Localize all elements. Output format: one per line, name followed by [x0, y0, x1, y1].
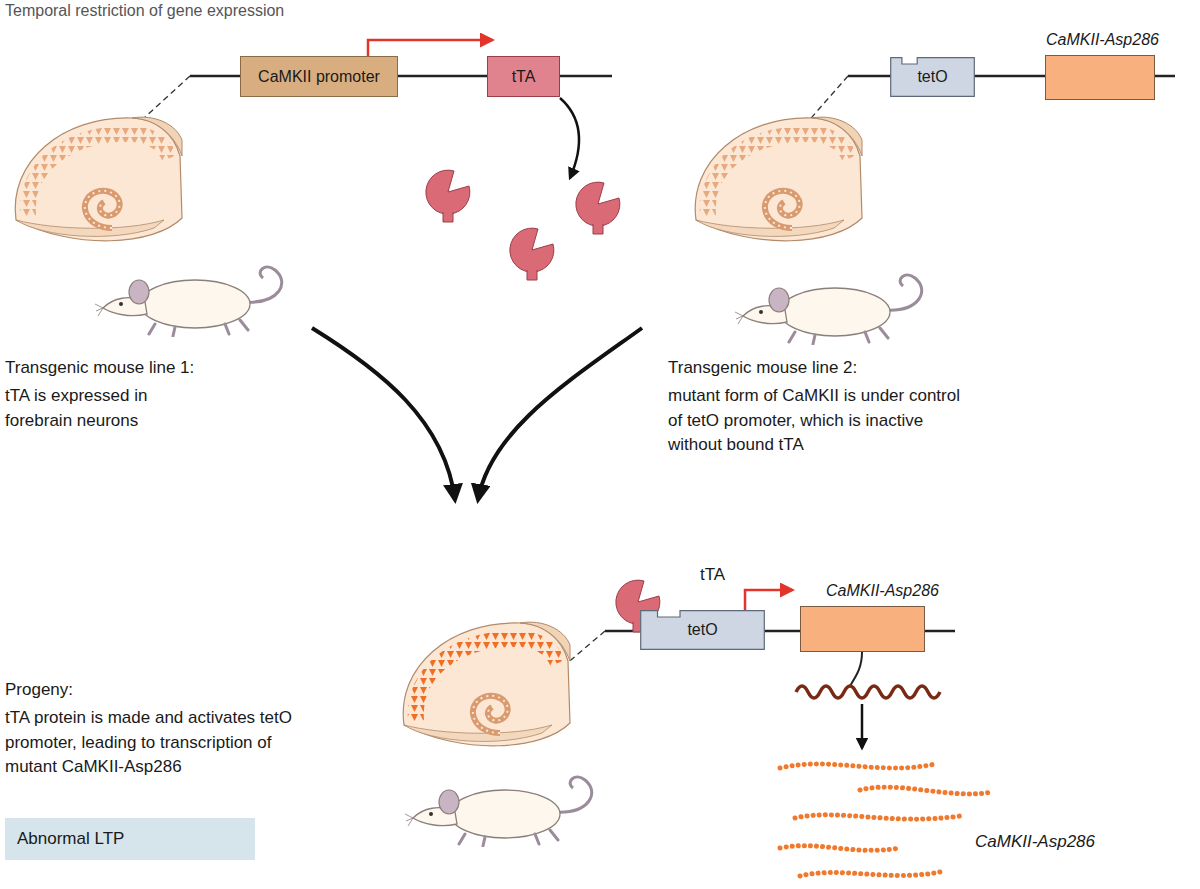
dna-line [190, 76, 1175, 631]
gene-box: CaMKII-Asp286 [1045, 55, 1155, 100]
expression-arrow [560, 98, 579, 178]
text-label: Transgenic mouse line 2: [668, 356, 998, 381]
translation-arrow [861, 704, 864, 748]
element-box: Abnormal LTP [5, 818, 255, 860]
text-label: tTA is expressed in forebrain neurons [5, 384, 215, 433]
mouse-figure [95, 267, 922, 846]
diagram-title: Temporal restriction of gene expression [5, 2, 284, 20]
text-label: CaMKII-Asp286 [975, 830, 1175, 855]
operator-box: tetO [640, 610, 765, 650]
operator-shape [891, 58, 975, 97]
box-label: tetO [679, 621, 725, 639]
box-label: tetO [909, 68, 955, 86]
text-label: mutant form of CaMKII is under control o… [668, 384, 968, 458]
text-label: tTA protein is made and activates tetO p… [5, 706, 305, 780]
gene-box: CaMKII-Asp286 [800, 606, 925, 652]
text-label: Progeny: [5, 678, 205, 703]
transcript-line [850, 652, 862, 686]
gene-label: CaMKII-Asp286 [826, 582, 939, 600]
operator-shape [641, 611, 765, 650]
protein-strand [780, 764, 992, 876]
element-box: CaMKII promoter [240, 56, 398, 97]
tta-protein [426, 170, 660, 632]
element-box: tTA [487, 56, 560, 97]
transcription-arrow [368, 40, 792, 610]
box-label: Abnormal LTP [5, 829, 132, 849]
text-label: tTA [700, 563, 760, 588]
box-label: CaMKII promoter [250, 68, 388, 86]
cross-arrow [312, 328, 642, 500]
gene-label: CaMKII-Asp286 [1046, 31, 1159, 49]
mrna-wave [796, 686, 940, 698]
box-label: tTA [504, 68, 544, 86]
brain-figure [15, 117, 862, 746]
text-label: Transgenic mouse line 1: [5, 356, 335, 381]
operator-box: tetO [890, 57, 975, 97]
